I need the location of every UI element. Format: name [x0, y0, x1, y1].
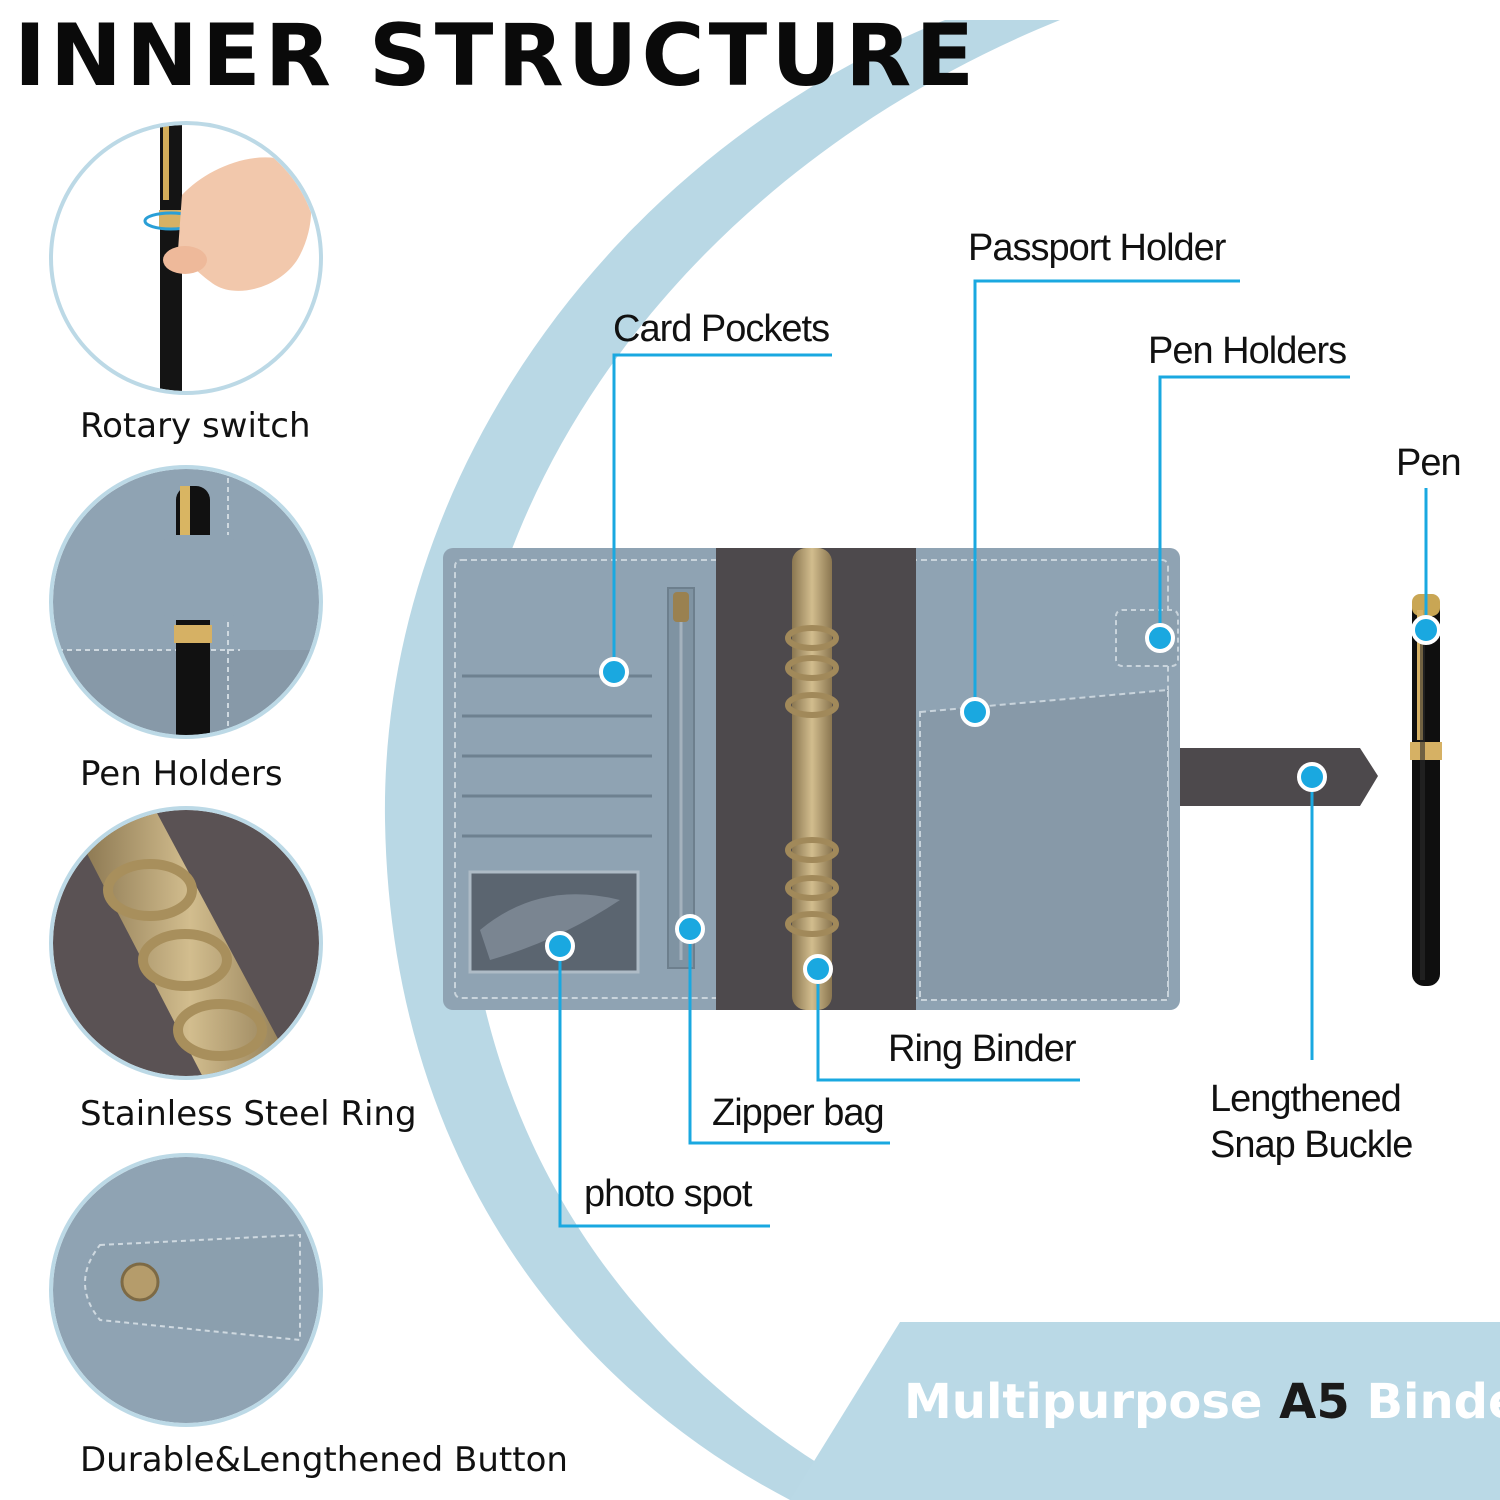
banner-word-multipurpose: Multipurpose — [904, 1374, 1263, 1430]
side-label-pen-holders: Pen Holders — [80, 754, 283, 794]
dot-card-pockets — [599, 657, 629, 687]
snap-strap — [1180, 748, 1378, 806]
callout-snap-buckle-line1: Lengthened — [1210, 1078, 1402, 1120]
callout-pen-holders: Pen Holders — [1148, 330, 1347, 372]
page-title: INNER STRUCTURE — [14, 6, 979, 106]
side-label-steel-ring: Stainless Steel Ring — [80, 1094, 417, 1134]
steel-ring-image — [53, 810, 319, 1076]
background-arc — [384, 20, 1060, 1500]
callout-ring-binder: Ring Binder — [888, 1028, 1077, 1070]
pen-holders-circle — [49, 465, 323, 739]
pen-illustration — [1410, 594, 1442, 986]
banner-shape — [790, 1322, 1500, 1500]
callout-photo-spot: photo spot — [584, 1173, 752, 1215]
dot-passport-holder — [960, 697, 990, 727]
dot-zipper-bag — [675, 914, 705, 944]
steel-ring-circle — [49, 806, 323, 1080]
callout-snap-buckle-line2: Snap Buckle — [1210, 1124, 1413, 1166]
rotary-switch-image — [53, 125, 319, 391]
banner-word-a5: A5 — [1279, 1374, 1350, 1430]
dot-photo-spot — [545, 931, 575, 961]
button-circle — [49, 1153, 323, 1427]
dot-pen-holders — [1145, 623, 1175, 653]
callout-zipper-bag: Zipper bag — [712, 1092, 885, 1134]
callout-dots — [545, 615, 1441, 984]
rings — [785, 625, 839, 937]
side-label-rotary-switch: Rotary switch — [80, 406, 311, 446]
passport-pocket — [919, 688, 1169, 1001]
button-image — [53, 1157, 319, 1423]
callout-lines — [558, 279, 1428, 1228]
dot-ring-binder — [803, 954, 833, 984]
callout-card-pockets: Card Pockets — [613, 308, 830, 350]
side-label-button: Durable&Lengthened Button — [80, 1440, 568, 1480]
callout-passport-holder: Passport Holder — [968, 227, 1226, 269]
callout-pen: Pen — [1396, 442, 1462, 484]
dot-snap-buckle — [1297, 762, 1327, 792]
banner-title: Multipurpose A5 Binder — [904, 1374, 1500, 1430]
rotary-switch-circle — [49, 121, 323, 395]
pen-holders-image — [53, 469, 319, 735]
dot-pen — [1411, 615, 1441, 645]
binder-illustration — [443, 548, 1378, 1010]
ring-spine — [792, 548, 832, 1010]
banner-word-binder: Binder — [1366, 1374, 1500, 1430]
